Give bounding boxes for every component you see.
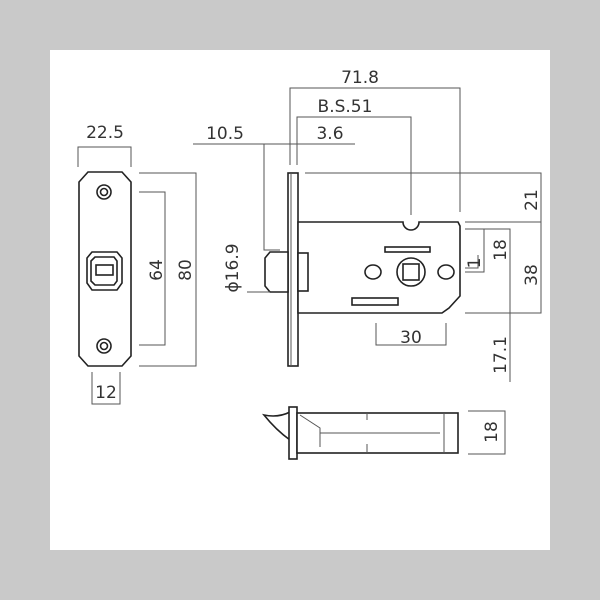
- dim-small-offset: 1: [465, 258, 485, 269]
- dim-opening-width: 12: [95, 383, 117, 403]
- strike-dimensions: [77, 146, 197, 405]
- latch-bottom-view: [261, 406, 459, 460]
- dim-strike-height: 80: [176, 259, 196, 281]
- strike-plate: [78, 171, 132, 367]
- dim-backset: B.S.51: [318, 97, 373, 117]
- dim-top-to-body: 21: [522, 189, 542, 211]
- dim-bottom-offset: 17.1: [491, 336, 511, 374]
- dim-latch-projection: 10.5: [206, 124, 244, 144]
- dim-faceplate-thickness: 3.6: [316, 124, 343, 144]
- dim-hole-spacing: 64: [147, 259, 167, 281]
- dim-overall-length: 71.8: [341, 68, 379, 88]
- dim-latch-diameter: ϕ16.9: [223, 243, 243, 292]
- dim-spindle-offset: 30: [400, 328, 422, 348]
- latch-front-view: [264, 172, 461, 367]
- dim-spindle-height: 18: [491, 239, 511, 261]
- dim-body-thickness: 18: [482, 421, 502, 443]
- latch-front-dimensions: [193, 87, 542, 382]
- dim-body-thickness-line: [468, 410, 506, 455]
- dim-body-height: 38: [522, 264, 542, 286]
- dim-strike-width: 22.5: [86, 123, 124, 143]
